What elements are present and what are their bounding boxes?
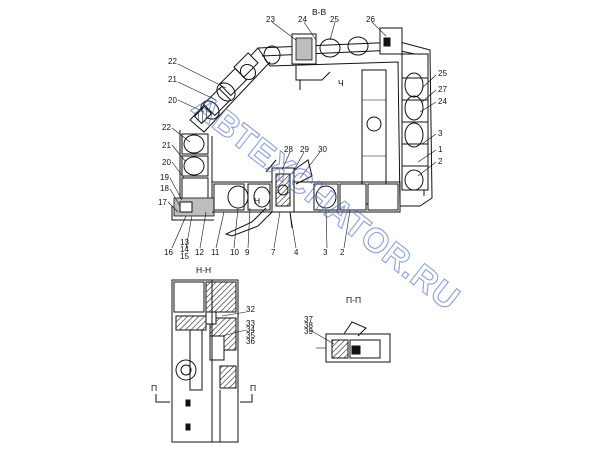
- callout: 38: [304, 321, 313, 330]
- callout: 24: [298, 15, 307, 24]
- callout: 20: [162, 158, 171, 167]
- callout: 35: [246, 331, 255, 340]
- callout: 36: [246, 337, 255, 346]
- section-label-bb: В-В: [312, 7, 327, 17]
- callout: 25: [438, 69, 447, 78]
- callout: 29: [300, 145, 309, 154]
- section-pp-view: [316, 321, 391, 363]
- callout: 2: [438, 157, 443, 166]
- callout: 39: [304, 327, 313, 336]
- callout: 9: [245, 248, 250, 257]
- callout: 1: [438, 145, 443, 154]
- section-label-nn: Н-Н: [196, 265, 211, 275]
- section-label-pp: П-П: [346, 295, 361, 305]
- callout: 18: [160, 184, 169, 193]
- callout: 22: [162, 123, 171, 132]
- callout: 17: [158, 198, 167, 207]
- callout: 37: [304, 315, 313, 324]
- callout: 12: [195, 248, 204, 257]
- callout: 20: [168, 96, 177, 105]
- callout: 16: [164, 248, 173, 257]
- section-nn-view: [155, 279, 253, 443]
- callout: 30: [318, 145, 327, 154]
- callout: 15: [180, 252, 189, 261]
- callout: 26: [366, 15, 375, 24]
- callout: 11: [211, 248, 220, 257]
- callout: 4: [294, 248, 299, 257]
- callout: 28: [284, 145, 293, 154]
- leader-lines: [167, 21, 437, 345]
- callout: 32: [246, 305, 255, 314]
- callout: 19: [160, 173, 169, 182]
- callout: 3: [438, 129, 443, 138]
- callout: 33: [246, 319, 255, 328]
- callout: 2: [340, 248, 345, 257]
- callout: 25: [330, 15, 339, 24]
- callout: 3: [323, 248, 328, 257]
- callout: 10: [230, 248, 239, 257]
- view-marker-ch: Ч: [338, 78, 344, 88]
- cut-marker-p-left: П: [151, 383, 157, 393]
- callout: 14: [180, 245, 189, 254]
- callout: 23: [266, 15, 275, 24]
- cut-marker-p-right: П: [250, 383, 256, 393]
- callout-numbers: 23 24 25 26 22 21 20 22 21 20 19 18 17 2…: [158, 15, 447, 346]
- callout: 27: [438, 85, 447, 94]
- callout: 22: [168, 57, 177, 66]
- callout: 24: [438, 97, 447, 106]
- callout: 21: [162, 141, 171, 150]
- callout: 13: [180, 238, 189, 247]
- view-marker-h: Н: [254, 196, 260, 206]
- callout: 34: [246, 325, 255, 334]
- callout: 7: [271, 248, 276, 257]
- callout: 21: [168, 75, 177, 84]
